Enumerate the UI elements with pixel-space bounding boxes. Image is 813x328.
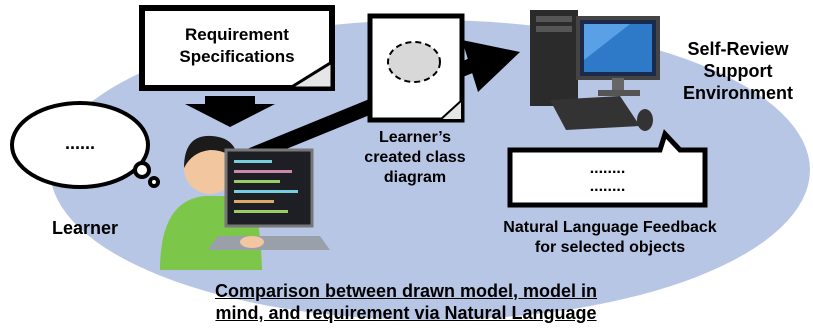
class-caption-line-3: diagram bbox=[383, 169, 447, 186]
learner-figure bbox=[160, 135, 330, 270]
feedback-line-2: ........ bbox=[589, 178, 626, 195]
feedback-line-1: ........ bbox=[589, 160, 626, 177]
system-label-line-3: Environment bbox=[682, 83, 793, 103]
class-diagram-paper bbox=[367, 13, 465, 123]
class-caption-line-1: Learner’s bbox=[378, 129, 452, 146]
feedback-caption: Natural Language Feedback for selected o… bbox=[445, 218, 775, 258]
feedback-box-text: ........ ........ bbox=[510, 160, 705, 196]
feedback-speech-box bbox=[507, 129, 708, 208]
bottom-caption-line-1: Comparison between drawn model, model in bbox=[214, 281, 598, 301]
thought-bubble-text: ...... bbox=[64, 133, 95, 153]
system-label-line-1: Self-Review bbox=[687, 39, 789, 59]
down-arrow bbox=[185, 96, 275, 127]
learner-label: Learner bbox=[52, 218, 119, 238]
feedback-caption-line-1: Natural Language Feedback bbox=[503, 219, 717, 236]
thought-bubble bbox=[10, 101, 160, 189]
class-caption-line-2: created class bbox=[364, 149, 466, 166]
feedback-caption-line-2: for selected objects bbox=[534, 239, 686, 256]
requirement-line-2: Specifications bbox=[179, 47, 295, 66]
system-label: Self-Review Support Environment bbox=[668, 38, 808, 104]
system-label-line-2: Support bbox=[703, 61, 773, 81]
requirement-line-1: Requirement bbox=[185, 25, 289, 44]
requirement-document-shape bbox=[139, 5, 335, 91]
desktop-computer bbox=[530, 10, 660, 131]
bottom-caption-line-2: mind, and requirement via Natural Langua… bbox=[215, 303, 597, 323]
requirement-box-text: Requirement Specifications bbox=[142, 24, 332, 68]
class-diagram-caption: Learner’s created class diagram bbox=[335, 128, 495, 188]
bottom-caption: Comparison between drawn model, model in… bbox=[126, 280, 686, 324]
